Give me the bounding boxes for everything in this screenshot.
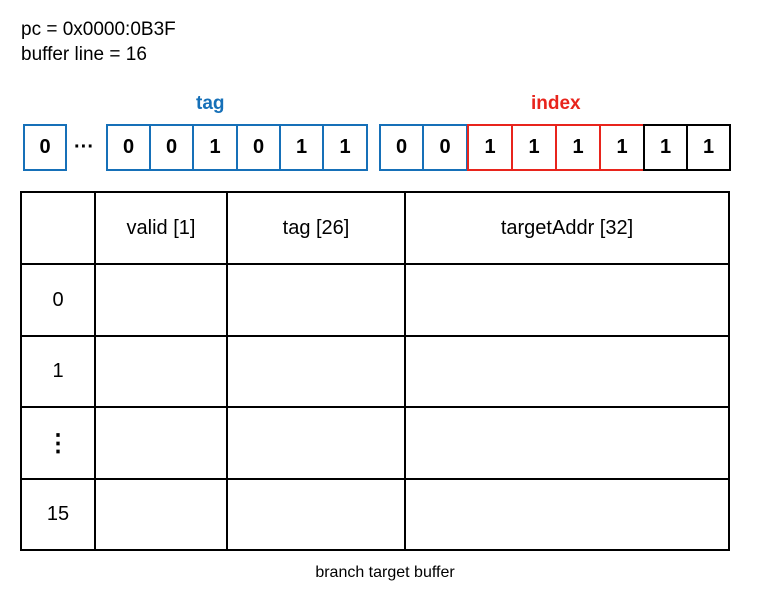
column-divider [404,193,406,549]
bit-ellipsis: ··· [74,136,94,158]
branch-target-buffer-table: valid [1] tag [26] targetAddr [32] 0 1 ⋮… [20,191,730,551]
row-index: 1 [52,360,64,382]
address-bit: 0 [379,124,424,171]
address-bit: 0 [236,124,281,171]
address-bit: 1 [686,124,731,171]
tag-field-label: tag [196,93,225,114]
address-bit: 1 [511,124,557,171]
address-bit: 1 [279,124,324,171]
row-divider [22,263,728,265]
row-index-ellipsis: ⋮ [22,408,94,478]
column-header-target-addr: targetAddr [32] [500,216,634,239]
column-divider [226,193,228,549]
row-index: 15 [46,503,70,525]
address-bit: 1 [643,124,688,171]
column-header-valid: valid [1] [126,216,196,239]
address-bit: 1 [555,124,601,171]
header: pc = 0x0000:0B3F buffer line = 16 [21,17,176,67]
column-header-tag: tag [26] [282,216,350,239]
row-divider [22,335,728,337]
pc-value: pc = 0x0000:0B3F [21,19,176,40]
address-bit: 0 [149,124,194,171]
row-divider [22,406,728,408]
buffer-line-count: buffer line = 16 [21,44,147,65]
row-divider [22,478,728,480]
column-divider [94,193,96,549]
vertical-ellipsis-icon: ⋮ [46,429,70,457]
address-bit: 1 [192,124,238,171]
address-bit: 1 [467,124,513,171]
address-bit: 0 [422,124,468,171]
address-bit: 0 [23,124,67,171]
index-field-label: index [531,93,581,114]
diagram-caption: branch target buffer [315,564,455,581]
row-index: 0 [52,288,64,311]
address-bit: 0 [106,124,151,171]
address-bit: 1 [599,124,645,171]
address-bit: 1 [322,124,368,171]
